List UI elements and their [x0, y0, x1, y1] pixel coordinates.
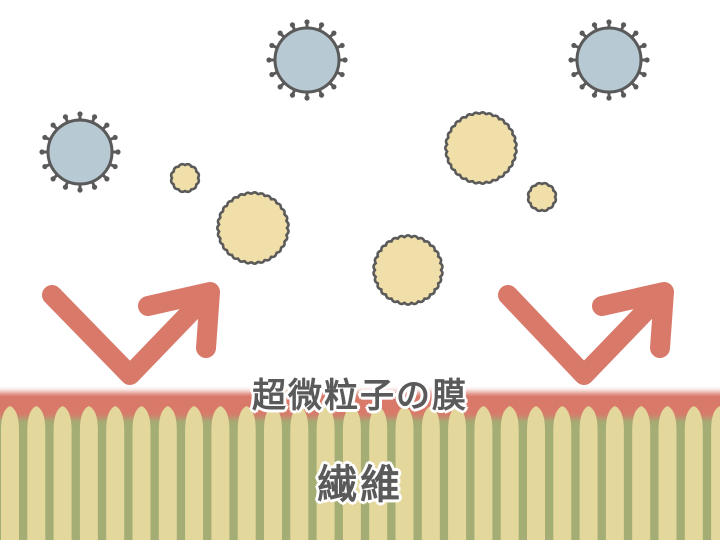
fiber-strand: [106, 406, 125, 540]
spiky-virus-icon: [39, 111, 121, 193]
fiber-strand: [237, 406, 256, 540]
fiber-strand: [711, 406, 720, 540]
fiber-strand: [684, 406, 703, 540]
fiber-strand: [316, 406, 335, 540]
fiber-strand: [553, 406, 572, 540]
fiber-strand: [53, 406, 72, 540]
pollen-particle-icon: [526, 181, 558, 213]
particles: [39, 19, 650, 306]
fiber-strand: [1, 406, 19, 540]
fiber-strand: [369, 406, 388, 540]
fiber-strand: [27, 406, 46, 540]
fiber-strand: [264, 406, 282, 540]
fiber-strand: [211, 406, 230, 540]
fiber-strand: [395, 406, 414, 540]
fiber-strand: [500, 406, 519, 540]
arrows: [42, 282, 674, 385]
fiber-strand: [342, 406, 361, 540]
pollen-particle-icon: [215, 191, 290, 265]
fiber-strand: [448, 406, 467, 540]
spiky-virus-icon: [568, 19, 650, 101]
fiber-strand: [421, 406, 440, 540]
fiber-strand: [79, 406, 98, 540]
spiky-virus-icon: [266, 19, 348, 101]
fiber-label: 繊維: [317, 462, 403, 508]
fiber-strand: [290, 406, 309, 540]
bounce-arrow-icon: [42, 282, 220, 385]
pollen-particle-icon: [372, 234, 444, 306]
fiber-strand: [185, 406, 204, 540]
fiber-strand: [132, 406, 151, 540]
fiber-strand: [658, 406, 677, 540]
pollen-particle-icon: [443, 111, 518, 185]
fiber-strands: [1, 406, 720, 540]
membrane-label: 超微粒子の膜: [252, 376, 468, 416]
fiber-strand: [474, 406, 493, 540]
fiber-strand: [632, 406, 651, 540]
fiber-strand: [158, 406, 177, 540]
pollen-particle-icon: [169, 162, 201, 194]
fiber-strand: [527, 406, 545, 540]
fiber-strand: [579, 406, 598, 540]
bounce-arrow-icon: [498, 282, 674, 385]
fiber-strand: [605, 406, 624, 540]
